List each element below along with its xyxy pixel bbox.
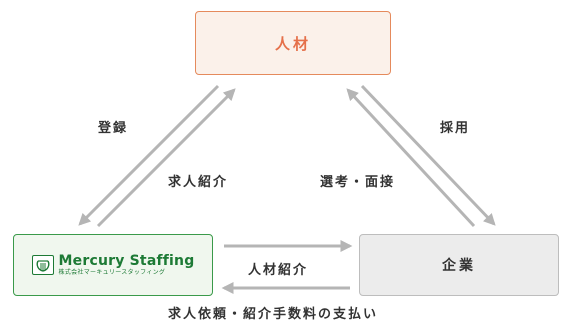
edge-label-jinzai-shoukai: 人材紹介	[248, 263, 309, 278]
node-company: 企業	[359, 234, 559, 296]
edge-label-kyujin-shoukai: 求人紹介	[168, 175, 229, 190]
arrow-mercury-to-jinzai	[96, 88, 236, 228]
edge-label-touroku: 登録	[98, 121, 129, 136]
arrow-kigyo-to-jinzai	[346, 88, 476, 228]
node-jinzai-label: 人材	[274, 34, 311, 53]
mercury-logo: Mercury Staffing 株式会社マーキュリースタッフィング	[31, 253, 195, 276]
mercury-name: Mercury Staffing	[58, 253, 195, 269]
edge-label-saiyou: 採用	[440, 121, 471, 136]
arrow-jinzai-to-kigyo	[360, 84, 496, 226]
arrow-jinzai-to-mercury	[78, 84, 220, 226]
mercury-subtitle: 株式会社マーキュリースタッフィング	[58, 269, 166, 276]
node-jinzai: 人材	[195, 11, 391, 75]
node-company-label: 企業	[442, 258, 476, 274]
edge-label-senkou-mensetsu: 選考・面接	[320, 175, 396, 190]
node-mercury-staffing: Mercury Staffing 株式会社マーキュリースタッフィング	[13, 234, 213, 296]
edge-label-bottom: 求人依頼・紹介手数料の支払い	[168, 307, 379, 322]
lyre-icon	[31, 255, 54, 275]
